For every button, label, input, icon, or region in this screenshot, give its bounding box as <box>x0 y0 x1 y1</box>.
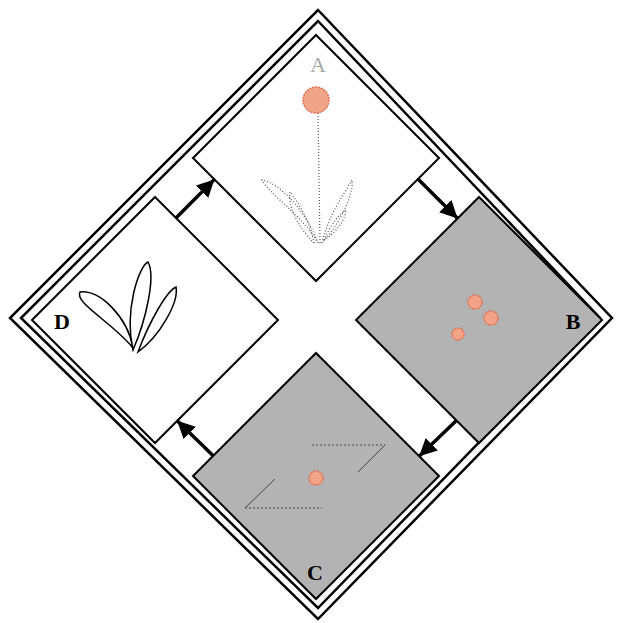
soil-line <box>358 445 385 472</box>
stage-square: C <box>193 353 439 599</box>
stalk <box>318 113 320 243</box>
soil-line <box>312 445 385 446</box>
square-border <box>32 197 278 443</box>
square-border <box>193 353 439 599</box>
flowering-plant <box>262 113 352 243</box>
seedling <box>79 262 176 352</box>
square-border <box>193 35 439 281</box>
leaf <box>322 180 352 243</box>
ground-fill <box>356 197 602 443</box>
seed <box>468 295 482 309</box>
stage-letter: C <box>307 562 323 584</box>
seed <box>484 311 498 325</box>
soil-lines <box>245 445 385 508</box>
stage-letter: B <box>566 311 581 333</box>
outer-frame <box>10 10 612 619</box>
cycle-arrow <box>419 420 456 456</box>
stage-square: A <box>193 35 439 281</box>
soil-line <box>245 479 275 508</box>
cycle-arrow <box>418 179 458 218</box>
seed <box>452 328 464 340</box>
stage-square: B <box>356 197 602 443</box>
cycle-arrow <box>176 179 214 218</box>
leaf <box>138 287 176 352</box>
stage-letter: D <box>54 311 70 333</box>
stage-letter: A <box>310 54 326 76</box>
seed <box>309 471 323 485</box>
leaf <box>324 210 346 240</box>
ground-fill <box>193 353 439 599</box>
cycle-arrow <box>177 421 213 456</box>
seeds <box>452 295 498 340</box>
square-border <box>356 197 602 443</box>
leaf <box>290 192 314 243</box>
leaf <box>262 180 318 243</box>
leaf <box>79 292 133 348</box>
flower-head <box>303 87 329 113</box>
soil-line <box>245 508 322 509</box>
stage-square: D <box>32 197 278 443</box>
square-outline <box>356 197 602 443</box>
